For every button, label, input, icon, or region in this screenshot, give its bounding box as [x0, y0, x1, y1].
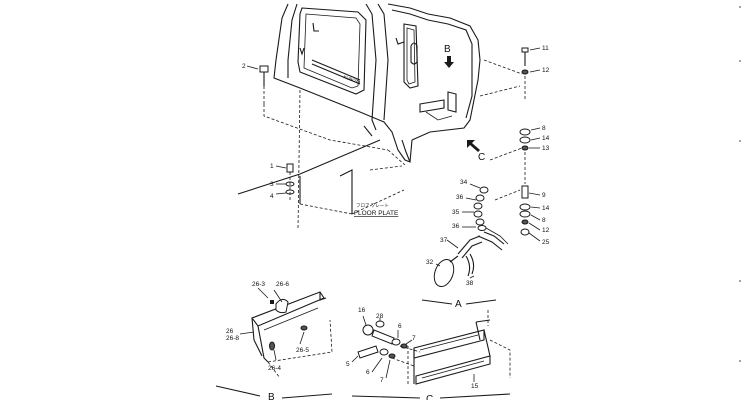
callout-2: 2 — [242, 63, 246, 70]
callout-n15: 15 — [471, 383, 479, 390]
parts-1-3-4: 1 3 4 — [270, 163, 295, 200]
callout-n7: 7 — [412, 335, 416, 342]
callout-n28: 28 — [376, 313, 384, 320]
callout-n37: 37 — [440, 237, 448, 244]
callout-arrow-b: B — [444, 44, 451, 55]
callout-n26-6: 26-6 — [276, 281, 289, 288]
callout-n26: 26 — [226, 328, 234, 335]
callout-n26-3: 26-3 — [252, 281, 265, 288]
callout-n5: 5 — [346, 361, 350, 368]
callout-4: 4 — [270, 193, 274, 200]
callout-n38: 38 — [466, 280, 474, 287]
callout-n26-5: 26-5 — [296, 347, 309, 354]
callout-n25: 25 — [542, 239, 550, 246]
callout-3: 3 — [270, 181, 274, 188]
callout-n14: 14 — [542, 135, 550, 142]
part-2-bolt: 2 — [242, 63, 269, 106]
callout-n9: 9 — [542, 192, 546, 199]
view-c-step: 16 28 6 7 5 6 7 15 C — [346, 307, 511, 400]
callout-arrow-c: C — [478, 152, 485, 163]
view-label-b: B — [268, 392, 275, 400]
callout-n8: 8 — [542, 125, 546, 132]
callout-n13: 13 — [542, 145, 550, 152]
mirror-assembly: 34 36 35 36 37 32 38 A — [421, 179, 509, 310]
callout-n35: 35 — [452, 209, 460, 216]
callout-n8b: 8 — [542, 217, 546, 224]
callout-n36: 36 — [456, 194, 464, 201]
callout-n6: 6 — [398, 323, 402, 330]
view-arrow-b: B — [444, 44, 454, 68]
view-label-a: A — [455, 299, 462, 310]
floor-plate: フロア プレート FLOOR PLATE — [237, 89, 406, 231]
callout-n26-8: 26-8 — [226, 335, 239, 342]
callout-n26-4: 26-4 — [268, 365, 281, 372]
cab-body: KUBOTA — [273, 3, 481, 163]
callout-1: 1 — [270, 163, 274, 170]
callout-n12b: 12 — [542, 227, 550, 234]
right-column-parts: 11 12 8 14 13 9 14 8 12 25 — [479, 45, 550, 246]
cab-logo-text: KUBOTA — [343, 74, 362, 85]
callout-n12: 12 — [542, 67, 550, 74]
callout-n11: 11 — [542, 45, 549, 52]
view-b-step: 26-3 26-6 26 26-8 26-5 26-4 B — [215, 281, 333, 400]
floor-plate-en: FLOOR PLATE — [354, 210, 399, 217]
callout-n36b: 36 — [452, 223, 460, 230]
view-arrow-c: C — [467, 140, 485, 163]
callout-n16: 16 — [358, 307, 366, 314]
callout-n7b: 7 — [380, 377, 384, 384]
callout-n32: 32 — [426, 259, 434, 266]
callout-n34: 34 — [460, 179, 468, 186]
view-label-c: C — [426, 394, 433, 400]
floor-plate-jp: フロア プレート — [356, 203, 389, 209]
callout-n14b: 14 — [542, 205, 550, 212]
callout-n6b: 6 — [366, 369, 370, 376]
